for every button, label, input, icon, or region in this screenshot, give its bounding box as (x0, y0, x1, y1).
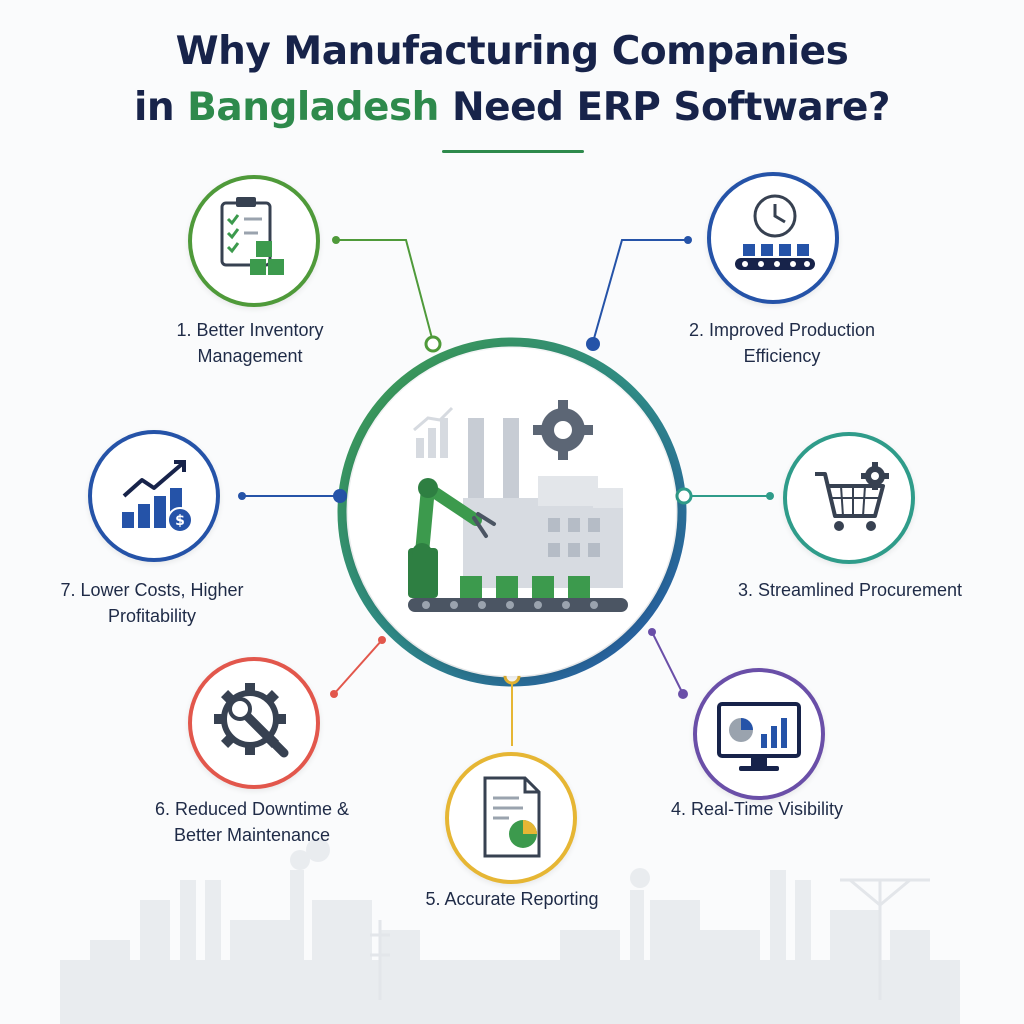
benefit-2-label: 2. Improved Production Efficiency (688, 320, 876, 366)
title-highlight: Bangladesh (187, 85, 439, 130)
title-line-1: Why Manufacturing Companies (175, 29, 849, 74)
benefit-6-label: 6. Reduced Downtime & Better Maintenance (154, 799, 350, 845)
benefit-2-circle (707, 172, 839, 304)
benefit-3-label: 3. Streamlined Procurement (737, 580, 963, 600)
title-underline (442, 150, 584, 153)
svg-text:$: $ (175, 513, 185, 529)
report-document-icon (483, 776, 541, 858)
benefit-3-circle (783, 432, 915, 564)
shopping-cart-gear-icon (815, 462, 889, 531)
gear-wrench-icon (214, 683, 289, 758)
benefit-1-label: 1. Better Inventory Management (176, 320, 324, 366)
benefit-5-circle (445, 752, 577, 884)
clipboard-checklist-icon (220, 197, 284, 275)
benefit-7-label: 7. Lower Costs, Higher Profitability (60, 580, 244, 626)
growth-chart-dollar-icon: $ (122, 460, 193, 533)
title-suffix: Need ERP Software? (452, 85, 891, 130)
title-prefix: in (133, 85, 175, 130)
monitor-dashboard-icon (717, 702, 801, 771)
clock-conveyor-icon (735, 194, 815, 270)
benefit-4-label: 4. Real-Time Visibility (670, 799, 844, 819)
hub-circle (348, 348, 676, 676)
benefit-6-circle (188, 657, 320, 789)
page-title: Why Manufacturing Companies in Banglades… (0, 24, 1024, 136)
benefit-4-circle (693, 668, 825, 800)
benefit-1-circle (188, 175, 320, 307)
title-line-2: in Bangladesh Need ERP Software? (0, 80, 1024, 136)
factory-robot-arm-icon (408, 400, 628, 612)
benefit-5-label: 5. Accurate Reporting (425, 889, 599, 909)
benefit-7-circle: $ (88, 430, 220, 562)
